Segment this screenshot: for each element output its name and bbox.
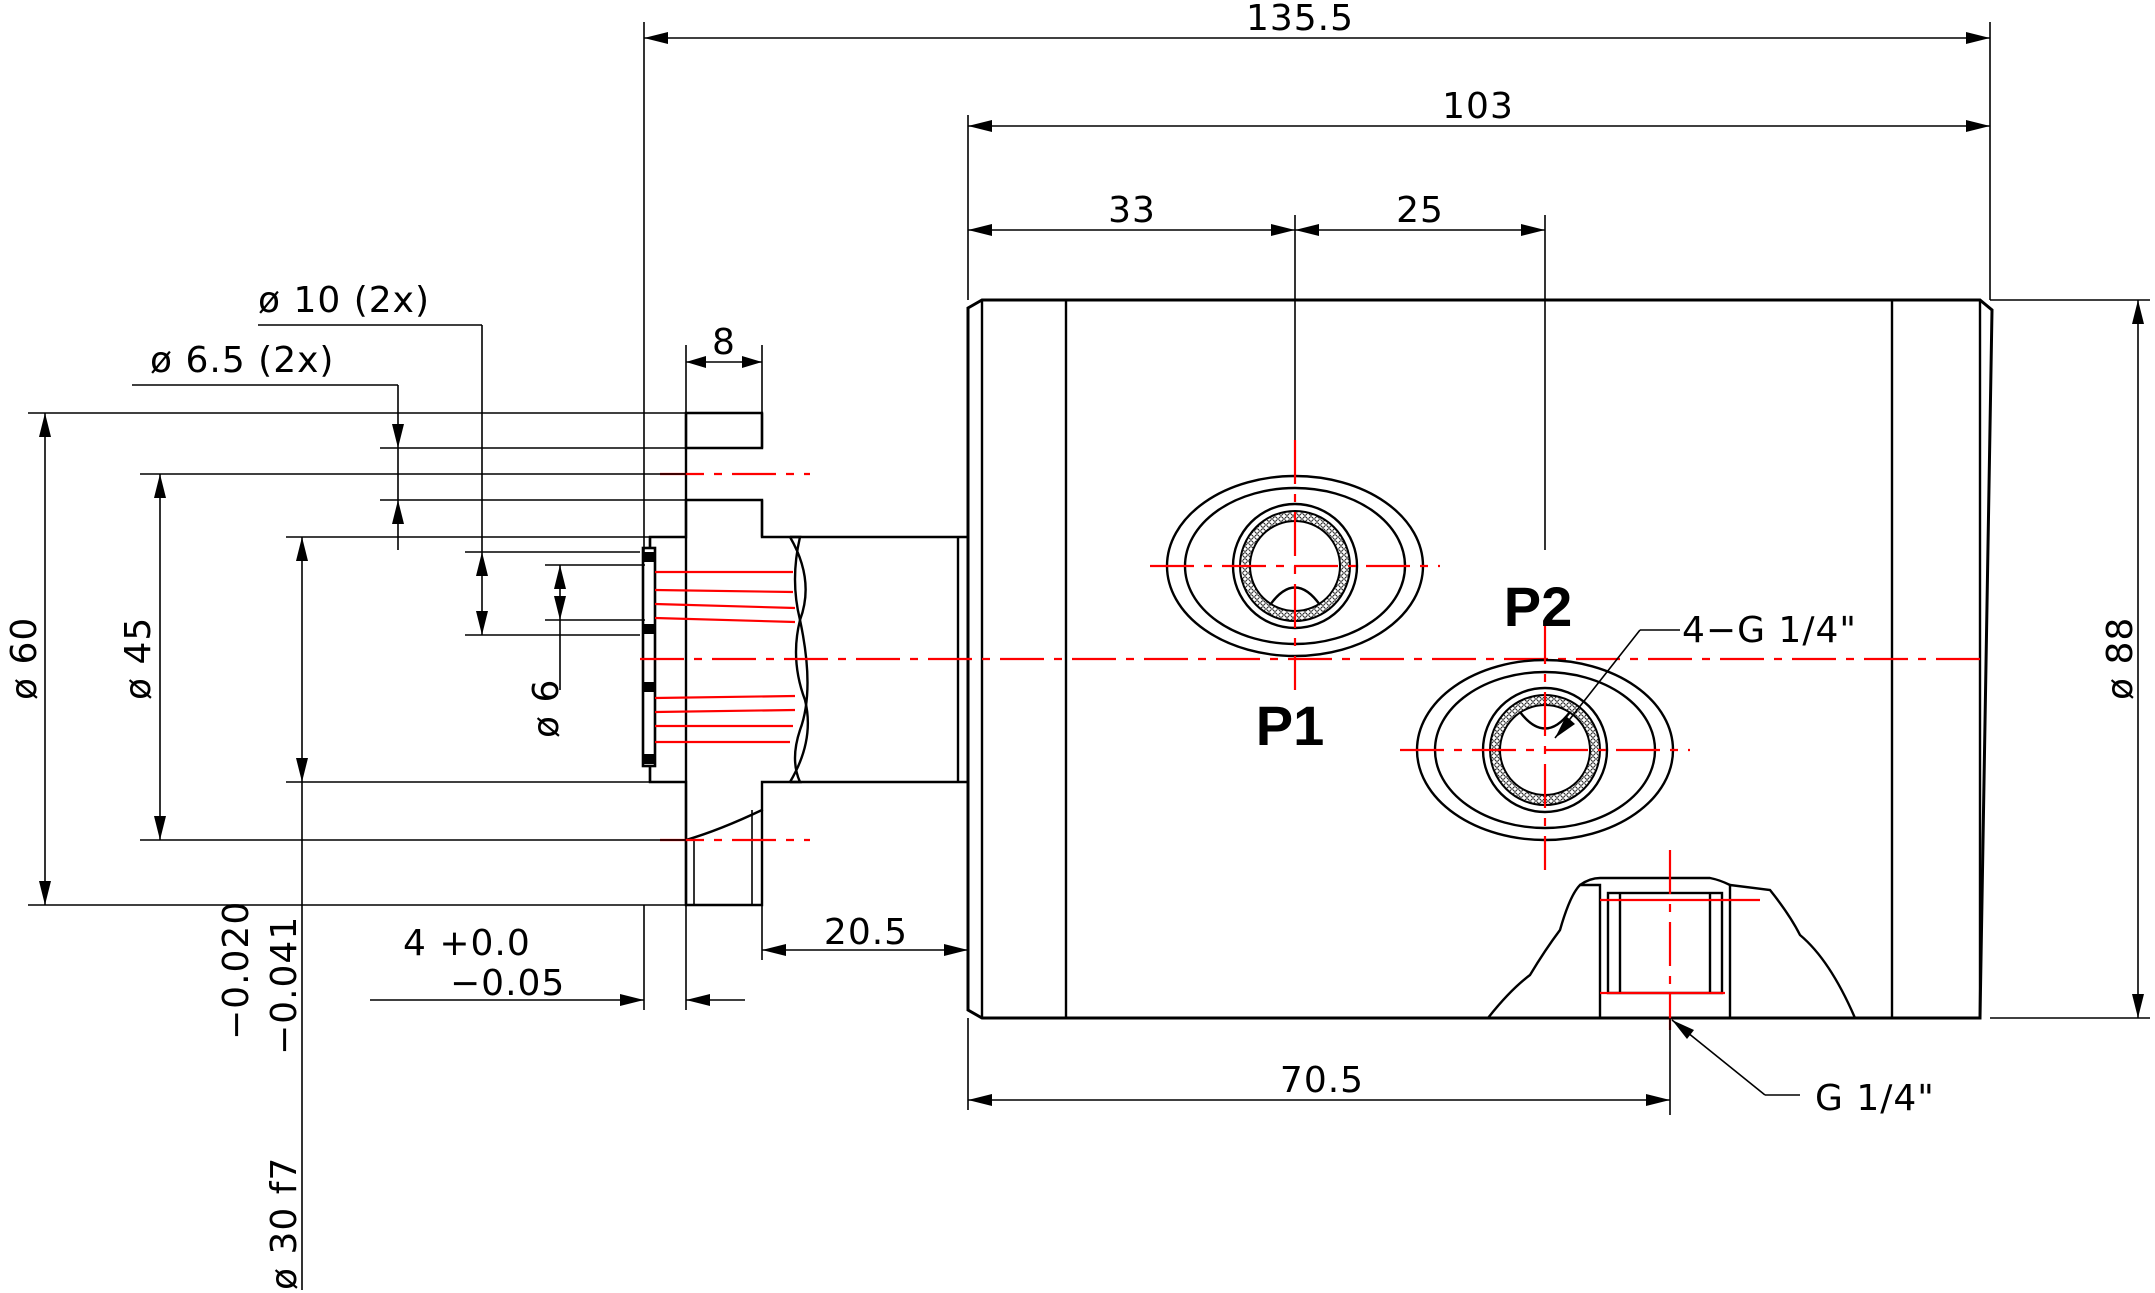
label-port-p1: P1	[1256, 694, 1325, 757]
dim-hole-10: ø 10 (2x)	[258, 280, 430, 321]
dim-shaft-length: 20.5	[824, 912, 908, 953]
dim-groove-width: 4 +0.0	[403, 923, 531, 964]
port-p2	[1400, 620, 1690, 870]
port-p1	[1150, 440, 1440, 690]
dim-groove-tol: −0.05	[450, 963, 565, 1004]
dimension-lines	[28, 22, 2150, 1290]
dim-tol-30-upper: −0.020	[216, 901, 257, 1040]
dim-hole-6-5: ø 6.5 (2x)	[150, 340, 334, 381]
dim-tol-30-lower: −0.041	[264, 916, 305, 1055]
dim-dia-88: ø 88	[2100, 617, 2141, 700]
dim-dia-45: ø 45	[118, 617, 159, 700]
dim-dia-60: ø 60	[4, 617, 45, 700]
cylinder-body	[966, 298, 1994, 1020]
dim-dia-30: ø 30 f7	[264, 1157, 305, 1290]
flange-section	[641, 411, 810, 907]
dim-p1-offset: 33	[1108, 190, 1156, 231]
bottom-port-section	[1485, 850, 1857, 1030]
label-port-p2: P2	[1504, 575, 1573, 638]
label-thread-4x: 4−G 1/4"	[1682, 610, 1857, 651]
dim-p1-p2-spacing: 25	[1396, 190, 1444, 231]
dim-bottom-port-offset: 70.5	[1280, 1060, 1364, 1101]
label-thread-bottom: G 1/4"	[1815, 1078, 1935, 1119]
dim-flange-thickness: 8	[712, 322, 736, 363]
dim-body-length: 103	[1442, 86, 1514, 127]
internal-passage-lines	[654, 570, 796, 744]
dim-dia-6: ø 6	[526, 679, 567, 738]
dim-total-length: 135.5	[1246, 0, 1354, 39]
